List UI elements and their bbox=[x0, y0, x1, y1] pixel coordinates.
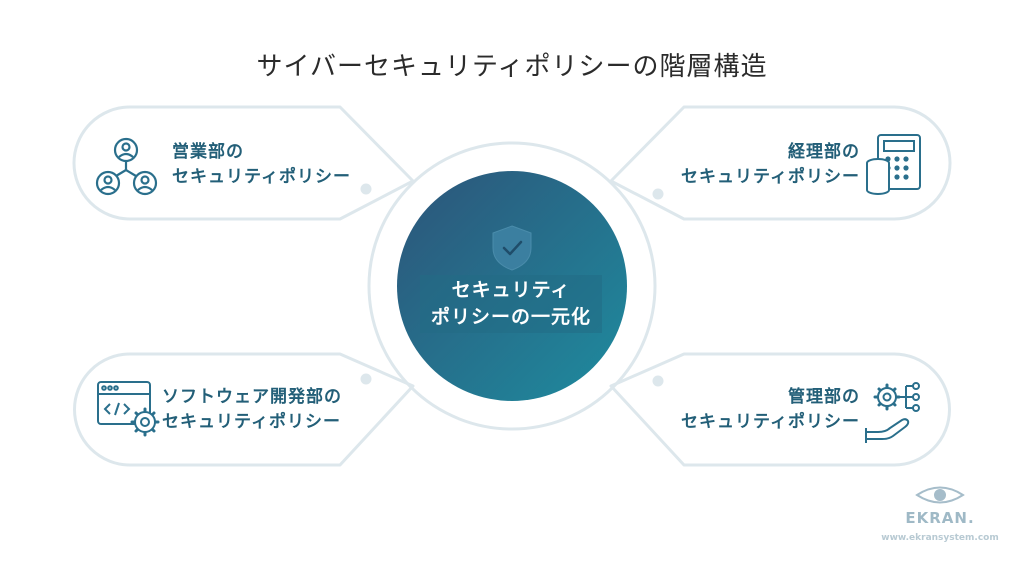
card-software-text: ソフトウェア開発部の セキュリティポリシー bbox=[162, 385, 342, 435]
hand-gear-network-icon bbox=[865, 382, 920, 443]
card-software-connector-dot bbox=[360, 373, 372, 385]
card-accounting-line1: 経理部の bbox=[788, 142, 860, 162]
card-software-line2: セキュリティポリシー bbox=[162, 412, 341, 432]
center-outer-ring bbox=[367, 141, 657, 431]
code-window-gear-icon bbox=[97, 381, 160, 437]
card-management-line2: セキュリティポリシー bbox=[681, 412, 860, 432]
page-title: サイバーセキュリティポリシーの階層構造 bbox=[256, 52, 768, 82]
card-sales-outline bbox=[72, 105, 415, 221]
brand-name: EKRAN. bbox=[905, 509, 975, 527]
eye-logo-icon bbox=[915, 486, 965, 504]
card-management-line1: 管理部の bbox=[788, 387, 860, 407]
card-management-text: 管理部の セキュリティポリシー bbox=[681, 385, 860, 435]
brand-url: www.ekransystem.com bbox=[881, 533, 999, 543]
card-sales-line1: 営業部の bbox=[172, 142, 244, 162]
people-network-icon bbox=[95, 137, 158, 196]
card-sales-line2: セキュリティポリシー bbox=[172, 167, 351, 187]
calculator-coins-icon bbox=[866, 134, 921, 195]
center-text-band bbox=[420, 275, 602, 333]
card-sales-text: 営業部の セキュリティポリシー bbox=[172, 140, 351, 190]
card-software-line1: ソフトウェア開発部の bbox=[162, 387, 342, 407]
center-label-line1: セキュリティ bbox=[451, 279, 571, 301]
card-accounting-text: 経理部の セキュリティポリシー bbox=[681, 140, 860, 190]
card-sales-connector-dot bbox=[360, 183, 372, 195]
center-label-line2: ポリシーの一元化 bbox=[430, 306, 591, 328]
card-accounting-connector-dot bbox=[652, 188, 664, 200]
shield-check-icon bbox=[492, 225, 532, 271]
card-accounting-line2: セキュリティポリシー bbox=[681, 167, 860, 187]
brand-block: EKRAN. www.ekransystem.com bbox=[880, 487, 1000, 543]
card-software-outline bbox=[73, 352, 415, 467]
card-management-outline bbox=[609, 352, 951, 467]
card-accounting-outline bbox=[609, 105, 952, 221]
card-management-connector-dot bbox=[652, 375, 664, 387]
center-label: セキュリティ ポリシーの一元化 bbox=[420, 277, 602, 331]
